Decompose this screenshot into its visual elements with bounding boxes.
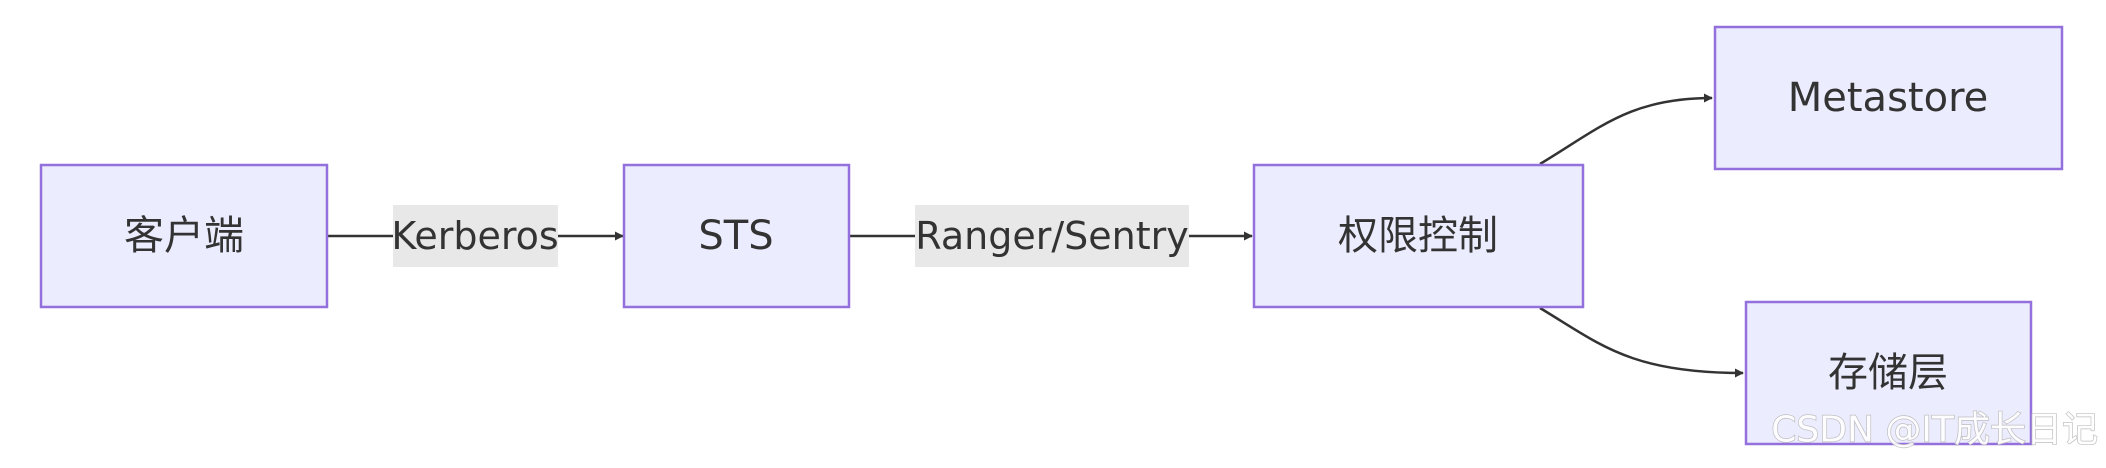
node-sts: STS xyxy=(622,163,851,309)
watermark: CSDN @IT成长日记 xyxy=(1771,410,2098,451)
node-label: 权限控制 xyxy=(1338,213,1498,259)
node-storage-layer: 存储层 xyxy=(1744,300,2033,446)
edge-sts-to-access-control: Ranger/Sentry xyxy=(849,205,1253,267)
node-label: 客户端 xyxy=(124,213,244,259)
edge-access-control-to-metastore xyxy=(1539,93,1713,166)
edge-client-to-sts: Kerberos xyxy=(327,205,624,267)
node-client: 客户端 xyxy=(39,163,329,309)
edge-label-ranger-sentry: Ranger/Sentry xyxy=(915,214,1188,258)
edge-label-background xyxy=(393,205,558,267)
node-label: Metastore xyxy=(1788,75,1989,121)
edge-curve xyxy=(1539,93,1713,166)
node-label: STS xyxy=(698,213,773,259)
node-metastore: Metastore xyxy=(1713,25,2064,171)
edge-label-background xyxy=(915,205,1189,267)
edge-curve xyxy=(1539,306,1744,378)
edge-access-control-to-storage xyxy=(1539,306,1744,378)
node-label: 存储层 xyxy=(1828,350,1948,396)
node-access-control: 权限控制 xyxy=(1252,163,1585,309)
edge-label-kerberos: Kerberos xyxy=(391,214,558,258)
